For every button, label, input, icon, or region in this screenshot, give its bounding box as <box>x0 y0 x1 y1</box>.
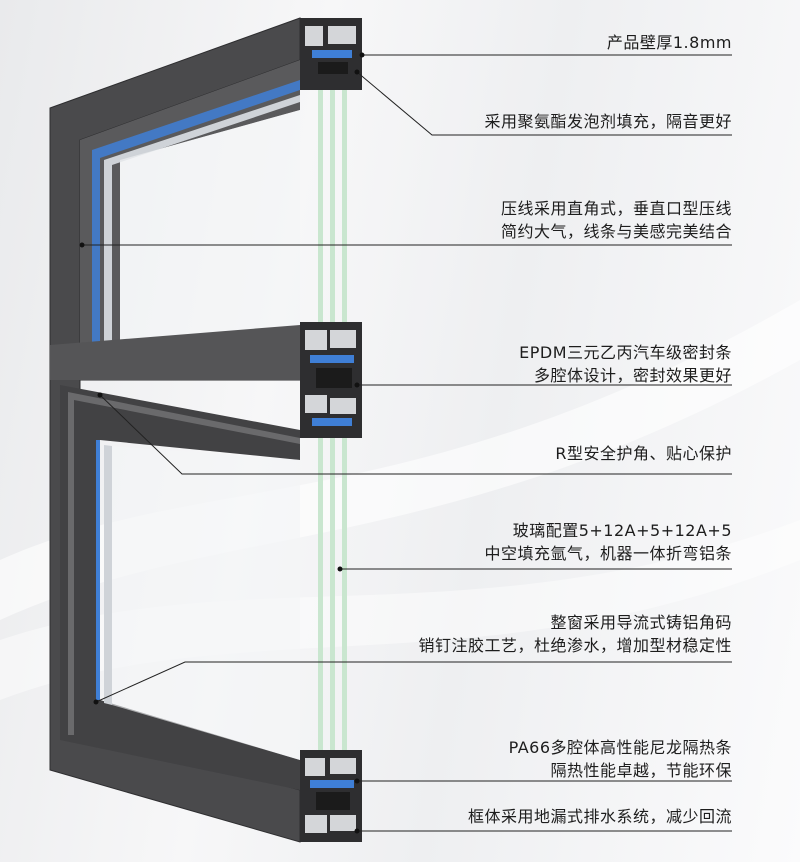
top-glass <box>120 110 300 345</box>
profile-section-top <box>300 18 362 90</box>
callout-corner-joint: 整窗采用导流式铸铝角码 销钉注胶工艺，杜绝渗水，增加型材稳定性 <box>418 613 732 655</box>
bottom-sash-profile <box>60 385 300 790</box>
callout-epdm-seal: EPDM三元乙丙汽车级密封条 多腔体设计，密封效果更好 <box>519 343 732 385</box>
profile-section-bottom <box>300 750 362 842</box>
callout-wall-thickness: 产品壁厚1.8mm <box>606 33 732 52</box>
bottom-glass <box>112 446 300 760</box>
top-sash-profile <box>80 60 300 345</box>
profile-section-mid <box>300 322 362 438</box>
callout-glazing-bead: 压线采用直角式，垂直口型压线 简约大气，线条与美感完美结合 <box>500 199 732 241</box>
callout-corner-guard: R型安全护角、贴心保护 <box>555 444 732 463</box>
callout-foam-filling: 采用聚氨酯发泡剂填充，隔音更好 <box>484 112 732 131</box>
callout-glass-config: 玻璃配置5+12A+5+12A+5 中空填充氩气，机器一体折弯铝条 <box>484 521 732 563</box>
callout-thermal-break: PA66多腔体高性能尼龙隔热条 隔热性能卓越，节能环保 <box>508 738 732 780</box>
mid-transom <box>50 325 300 380</box>
callout-drainage: 框体采用地漏式排水系统，减少回流 <box>467 807 732 826</box>
